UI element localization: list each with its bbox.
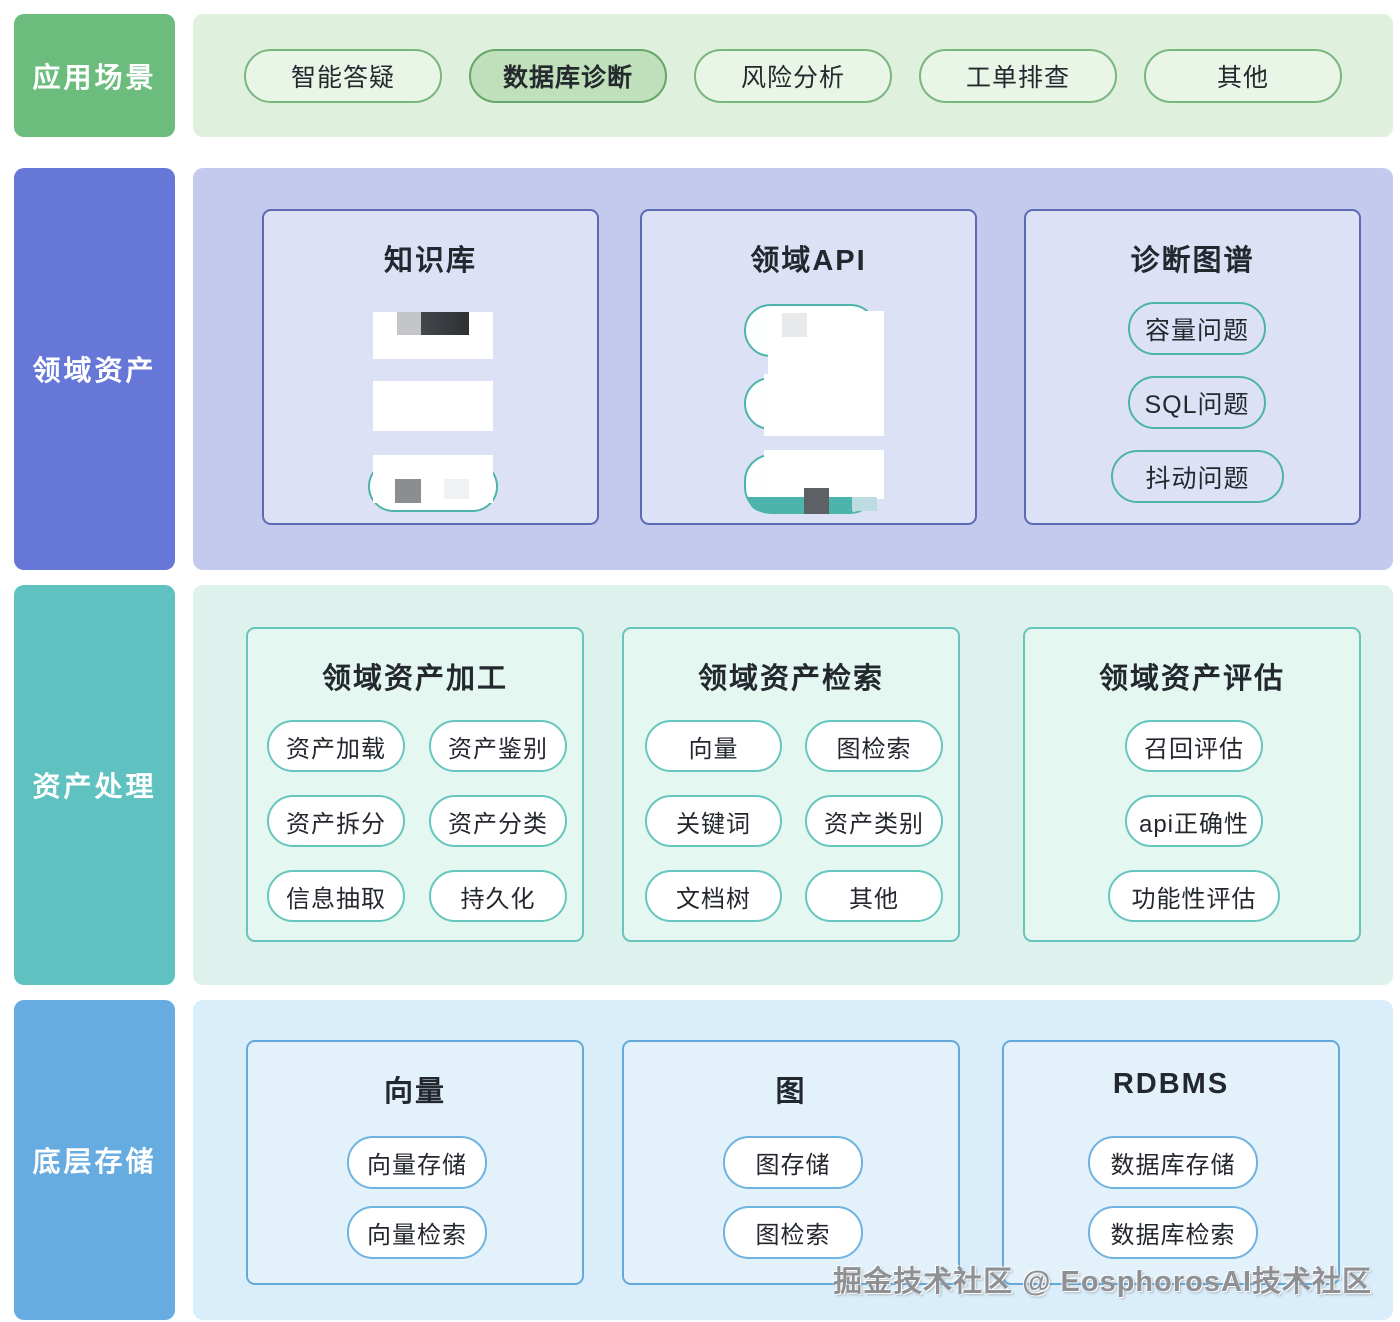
row-application-scenarios: 应用场景 智能答疑 数据库诊断 风险分析 工单排查 其他	[0, 14, 1400, 137]
card-title-asset-evaluation: 领域资产评估	[1098, 663, 1285, 695]
pill-asset-classification: 资产分类	[429, 795, 567, 847]
card-title-asset-processing: 领域资产加工	[321, 663, 508, 695]
card-title-graph: 图	[775, 1076, 807, 1108]
pill-api-correctness: api正确性	[1125, 795, 1263, 847]
pill-graph-retrieval: 图检索	[805, 720, 943, 772]
card-title-asset-retrieval: 领域资产检索	[697, 663, 884, 695]
pill-sql-issue: SQL问题	[1128, 376, 1266, 429]
card-asset-processing: 领域资产加工 资产加载 资产鉴别 资产拆分 资产分类 信息抽取 持久化	[246, 627, 584, 942]
pill-vector: 向量	[645, 720, 782, 772]
row-label-asset-processing: 资产处理	[14, 585, 175, 985]
pill-database-retrieval: 数据库检索	[1088, 1206, 1258, 1259]
card-asset-retrieval: 领域资产检索 向量 图检索 关键词 资产类别 文档树 其他	[622, 627, 960, 942]
row-label-application-scenarios: 应用场景	[14, 14, 175, 137]
row-domain-assets: 领域资产 知识库 领域API	[0, 168, 1400, 570]
card-diagnosis-graph: 诊断图谱 容量问题 SQL问题 抖动问题	[1024, 209, 1361, 525]
redacted-pill	[744, 450, 884, 514]
pill-other: 其他	[805, 870, 943, 922]
redacted-blob	[444, 479, 469, 499]
card-knowledge-base: 知识库	[262, 209, 599, 525]
card-rdbms: RDBMS 数据库存储 数据库检索	[1002, 1040, 1340, 1285]
redacted-pill	[744, 374, 884, 436]
card-graph-storage: 图 图存储 图检索	[622, 1040, 960, 1285]
redacted-blob	[395, 479, 421, 503]
row-label-domain-assets: 领域资产	[14, 168, 175, 570]
application-scenarios-panel: 智能答疑 数据库诊断 风险分析 工单排查 其他	[193, 14, 1393, 137]
row-underlying-storage: 底层存储 向量 向量存储 向量检索 图 图存储 图检索 RDBMS 数据库存储 …	[0, 1000, 1400, 1320]
row-asset-processing: 资产处理 领域资产加工 资产加载 资产鉴别 资产拆分 资产分类 信息抽取 持久化…	[0, 585, 1400, 985]
pill-vector-retrieval: 向量检索	[347, 1206, 487, 1259]
pill-asset-splitting: 资产拆分	[267, 795, 405, 847]
pill-database-storage: 数据库存储	[1088, 1136, 1258, 1189]
card-title-vector: 向量	[383, 1076, 446, 1108]
pill-persistence: 持久化	[429, 870, 567, 922]
card-title-knowledge-base: 知识库	[383, 245, 477, 277]
watermark: 掘金技术社区 @ EosphorosAI技术社区	[833, 1266, 1372, 1298]
redacted-image	[373, 381, 493, 431]
pill-information-extraction: 信息抽取	[267, 870, 405, 922]
pill-graph-storage: 图存储	[723, 1136, 863, 1189]
card-vector-storage: 向量 向量存储 向量检索	[246, 1040, 584, 1285]
domain-assets-panel: 知识库 领域API	[193, 168, 1393, 570]
pill-recall-evaluation: 召回评估	[1125, 720, 1263, 772]
redacted-blob	[782, 313, 807, 337]
underlying-storage-panel: 向量 向量存储 向量检索 图 图存储 图检索 RDBMS 数据库存储 数据库检索	[193, 1000, 1393, 1320]
pill-jitter-issue: 抖动问题	[1111, 450, 1284, 503]
redacted-blob	[397, 312, 421, 335]
card-asset-evaluation: 领域资产评估 召回评估 api正确性 功能性评估	[1023, 627, 1361, 942]
card-title-rdbms: RDBMS	[1112, 1068, 1230, 1100]
scenario-pill-other: 其他	[1144, 48, 1342, 103]
pill-functional-evaluation: 功能性评估	[1108, 870, 1280, 922]
pill-capacity-issue: 容量问题	[1128, 302, 1266, 355]
pill-asset-identification: 资产鉴别	[429, 720, 567, 772]
asset-processing-panel: 领域资产加工 资产加载 资产鉴别 资产拆分 资产分类 信息抽取 持久化 领域资产…	[193, 585, 1393, 985]
card-domain-api: 领域API	[640, 209, 977, 525]
redacted-blob	[804, 488, 829, 514]
redacted-image	[373, 455, 493, 503]
card-title-diagnosis-graph: 诊断图谱	[1130, 245, 1255, 277]
scenario-pill-qa: 智能答疑	[244, 48, 442, 103]
pill-asset-loading: 资产加载	[267, 720, 405, 772]
pill-asset-category: 资产类别	[805, 795, 943, 847]
pill-keyword: 关键词	[645, 795, 782, 847]
redacted-image	[373, 312, 493, 359]
row-label-underlying-storage: 底层存储	[14, 1000, 175, 1320]
pill-graph-retrieval: 图检索	[723, 1206, 863, 1259]
pill-document-tree: 文档树	[645, 870, 782, 922]
redacted-blob	[421, 312, 469, 335]
scenario-pill-risk-analysis: 风险分析	[694, 48, 892, 103]
card-title-domain-api: 领域API	[750, 245, 867, 277]
scenario-pill-db-diagnosis: 数据库诊断	[469, 48, 667, 103]
redacted-pill	[744, 304, 884, 375]
pill-vector-storage: 向量存储	[347, 1136, 487, 1189]
scenario-pill-ticket-troubleshooting: 工单排查	[919, 48, 1117, 103]
